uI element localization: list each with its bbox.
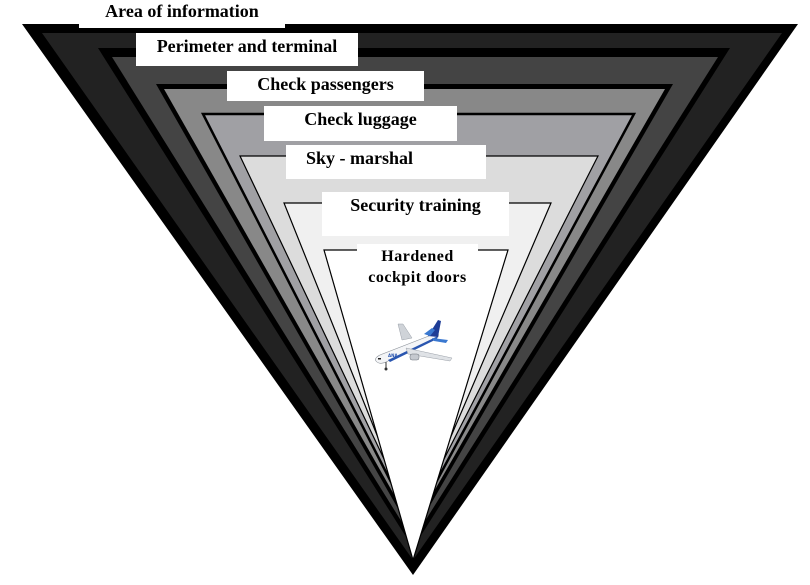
label-text: Perimeter and terminal [156,36,338,56]
label-text: Check passengers [257,74,394,94]
label-text-line1: Hardened [381,248,454,265]
label-text: Security training [350,195,481,215]
label-check-luggage: Check luggage [264,106,457,141]
label-text-line2: cockpit doors [368,269,467,286]
label-area-of-information: Area of information [79,0,285,28]
label-perimeter-and-terminal: Perimeter and terminal [136,33,358,66]
label-text: Area of information [105,1,259,21]
label-text: Check luggage [304,109,417,129]
svg-text:ANA: ANA [388,353,398,358]
label-sky-marshal: Sky - marshal [286,145,486,179]
label-check-passengers: Check passengers [227,71,424,101]
label-security-training: Security training [322,192,509,236]
label-hardened-cockpit-doors: Hardened cockpit doors [357,244,478,290]
airplane-icon: ANA [375,320,453,371]
label-text: Sky - marshal [306,148,414,168]
